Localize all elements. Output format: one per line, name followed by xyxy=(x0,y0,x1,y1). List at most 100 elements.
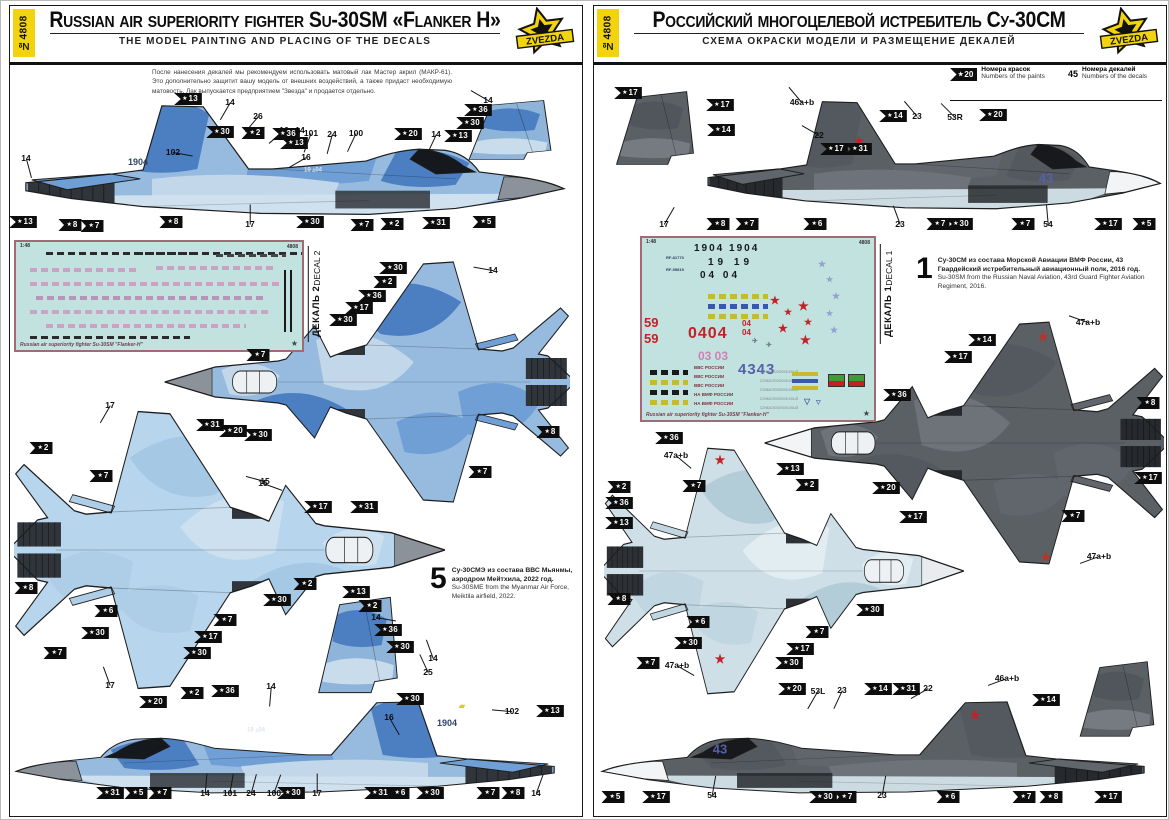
airframe-marking: ▰ xyxy=(458,701,466,711)
paint-number-flag: ★14 xyxy=(1032,694,1060,706)
decal-number: 47a+b xyxy=(1069,315,1100,327)
decal-text: ★ xyxy=(784,307,793,317)
decal-number: 17 xyxy=(245,204,255,229)
paint-number-flag: ★31 xyxy=(422,217,450,229)
decal-strip xyxy=(30,336,190,339)
paint-number-flag: ★30 xyxy=(206,126,234,138)
decal-strip xyxy=(156,266,276,270)
paint-number-flag: ★2 xyxy=(180,687,204,699)
paint-number-flag: ★36 xyxy=(655,432,683,444)
paint-number-flag: ★13 xyxy=(9,216,37,228)
illustration-fin-inner xyxy=(1072,656,1162,742)
paint-number-flag: ★17 xyxy=(304,501,332,513)
decal-text: 59 xyxy=(644,315,659,330)
paint-number-flag: ★30 xyxy=(296,216,324,228)
paint-number-flag: ★17 xyxy=(899,511,927,523)
decal-number: 14 xyxy=(427,129,441,153)
decal-text: ▽ xyxy=(816,400,821,406)
airframe-marking: 19 ▵04 xyxy=(246,727,266,734)
paint-number-flag: ★13 xyxy=(444,130,472,142)
decal-text: 59 xyxy=(644,331,659,346)
paint-number-flag: ★14 xyxy=(864,683,892,695)
paint-number-flag: ★8 xyxy=(58,219,82,231)
decal-number: 102 xyxy=(492,706,519,716)
paint-number-flag: ★30 xyxy=(263,594,291,606)
paint-number-flag: ★14 xyxy=(968,334,996,346)
paint-number-flag: ★6 xyxy=(386,787,410,799)
paint-number-flag: ★17 xyxy=(1094,791,1122,803)
paint-number-flag: ★7 xyxy=(1061,510,1085,522)
decal-strip xyxy=(650,400,688,405)
paint-number-flag: ★13 xyxy=(776,463,804,475)
title-rule xyxy=(50,33,500,35)
decal-number: 14 xyxy=(371,612,396,622)
paint-number-flag: ★13 xyxy=(342,586,370,598)
paint-number-flag: ★7 xyxy=(246,349,270,361)
page-header: №4808 Russian air superiority fighter Su… xyxy=(10,6,582,65)
decal-strip xyxy=(46,252,196,255)
paint-number-flag: ★14 xyxy=(879,110,907,122)
paint-number-flag: ★6 xyxy=(94,605,118,617)
paint-number-flag: ★2 xyxy=(380,218,404,230)
paint-number-flag: ★2 xyxy=(29,442,53,454)
scheme-caption: 5 Су-30СМЭ из состава ВВС Мьянмы, аэродр… xyxy=(430,563,582,602)
paint-number-flag: ★8 xyxy=(501,787,525,799)
decal-text: ВВС РОССИИ xyxy=(694,365,725,370)
decal-number: 23 xyxy=(892,205,905,229)
decal-number: 17 xyxy=(102,666,115,690)
paint-number-flag: ★2 xyxy=(607,481,631,493)
decal-text: Севастопольский xyxy=(760,405,799,410)
brand-text: ZVEZDA xyxy=(526,32,565,48)
decal-number: 14 xyxy=(291,125,305,149)
decal-number: 17 xyxy=(659,206,675,229)
paint-number-flag: ★7 xyxy=(682,480,706,492)
decal-number: 17 xyxy=(312,773,322,798)
paint-number-flag: ★17 xyxy=(944,351,972,363)
paint-number-flag: ★30 xyxy=(674,637,702,649)
paint-number-flag: ★7 xyxy=(213,614,237,626)
airframe-marking: ★ xyxy=(853,134,865,148)
paint-number-flag: ★13 xyxy=(536,705,564,717)
paint-number-flag: ★31 xyxy=(96,787,124,799)
paint-number-flag: ★30 xyxy=(809,791,837,803)
decal-text: ✈ xyxy=(766,342,772,349)
paint-number-flag: ★8 xyxy=(536,426,560,438)
airframe-marking: 1904 xyxy=(127,157,149,167)
paint-number-flag: ★30 xyxy=(277,787,305,799)
paint-number-flag: ★5 xyxy=(1132,218,1156,230)
decal-strip xyxy=(30,282,280,286)
decal-text: Севастопольский xyxy=(760,387,799,392)
decal-number: 14 xyxy=(200,773,210,798)
paint-number-flag: ★7 xyxy=(468,466,492,478)
decal-number: 24 xyxy=(326,129,337,155)
caption-ru: Су-30СМЭ из состава ВВС Мьянмы, аэродром… xyxy=(451,567,573,584)
decal-number-sample: 45 xyxy=(1068,69,1079,79)
paint-number-flag: ★8 xyxy=(706,218,730,230)
decal-text: RF-95819 xyxy=(666,267,684,272)
decal-strip xyxy=(708,304,768,309)
airframe-marking: 43 xyxy=(1038,170,1054,186)
decal-number: 100 xyxy=(267,774,282,798)
decal-number: 22 xyxy=(910,683,933,700)
decal-text: 1:48 xyxy=(20,243,31,249)
brand-text: ZVEZDA xyxy=(1110,32,1149,48)
decal-text: 0404 xyxy=(688,325,728,342)
decal-strip xyxy=(708,294,768,299)
paint-number-flag: ★5 xyxy=(601,791,625,803)
paint-number-flag: ★7 xyxy=(148,787,172,799)
paint-number-flag: ★36 xyxy=(211,685,239,697)
decal-number: 23 xyxy=(833,685,847,709)
illustration-bottom-view xyxy=(604,438,968,704)
decal-number: 53R xyxy=(940,103,963,122)
paint-number-flag: ★5 xyxy=(124,787,148,799)
paint-number-flag: ★20 xyxy=(219,425,247,437)
decal-text: ▽ xyxy=(804,397,811,406)
paint-number-flag: ★2 xyxy=(358,600,382,612)
paint-number-flag: ★2 xyxy=(293,578,317,590)
decal-number: 14 xyxy=(473,265,498,275)
decal-text: ★ xyxy=(778,323,788,335)
paint-number-flag: ★36 xyxy=(605,497,633,509)
decal-text: НА ВМФ РОССИИ xyxy=(694,392,734,397)
